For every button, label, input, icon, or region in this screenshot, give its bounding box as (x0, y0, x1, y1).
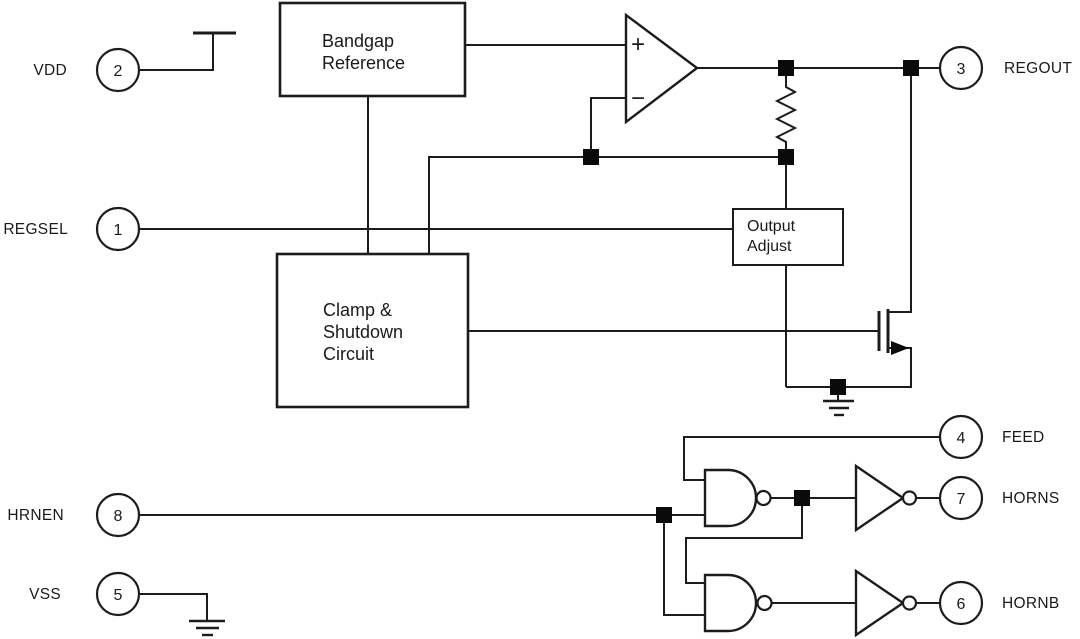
pin-number-regsel: 1 (114, 222, 123, 239)
wire-hrnen-to-nand2 (663, 515, 705, 616)
junction-ground-rail (830, 379, 846, 395)
pin-number-horns: 7 (957, 491, 966, 508)
opamp-minus-sign: − (631, 85, 645, 112)
pin-terminals: 2 1 8 5 3 4 7 6 (95, 45, 984, 626)
pin-circle-hrnen (95, 492, 141, 538)
ground-symbol-mosfet (823, 395, 854, 417)
junction-feedback-left (583, 149, 599, 165)
inverter2-bubble (901, 595, 918, 611)
bandgap-label-line1: Bandgap (322, 31, 394, 51)
clamp-label-line1: Clamp & (323, 300, 392, 320)
inverter2-triangle (854, 568, 906, 638)
pin-number-feed: 4 (957, 430, 966, 447)
output-adjust-label-line2: Adjust (747, 238, 792, 255)
wire-vss-to-ground (139, 593, 208, 620)
inverter1-triangle (854, 463, 906, 533)
pin-number-hrnen: 8 (114, 508, 123, 525)
pin-circle-hornb (938, 580, 984, 626)
wire-regout-to-drain (888, 76, 912, 313)
wire-feed-to-nand1 (683, 436, 940, 481)
junction-nand1-output (794, 490, 810, 506)
clamp-shutdown-block (275, 252, 470, 409)
nand1-body (703, 468, 758, 528)
nand2-bubble (756, 594, 773, 612)
opamp-triangle (624, 12, 699, 125)
opamp: + − (624, 12, 699, 125)
bandgap-label-line2: Reference (322, 53, 405, 73)
nand2-body (703, 573, 758, 633)
pin-label-horns: HORNS (1002, 490, 1059, 507)
wire-opamp-minus-feedback (590, 97, 626, 157)
mosfet-source-arrow (891, 341, 909, 355)
wire-feedback-to-clamp (428, 156, 786, 254)
junction-opamp-output (778, 60, 794, 76)
junction-regout (903, 60, 919, 76)
pin-number-regout: 3 (957, 61, 966, 78)
clamp-label-line3: Circuit (323, 344, 374, 364)
ground-symbol-vss (189, 619, 225, 637)
resistor (774, 76, 798, 149)
pin-circle-feed (938, 414, 984, 460)
pin-circle-regsel (95, 206, 141, 252)
nand1-bubble (755, 489, 772, 507)
bandgap-reference-block (278, 1, 467, 98)
junction-feedback-right (778, 149, 794, 165)
junctions (583, 60, 919, 523)
inverters (854, 463, 918, 638)
wire-vdd-supply (139, 33, 214, 71)
pin-label-regout: REGOUT (1004, 60, 1072, 77)
wires (139, 31, 940, 620)
pin-label-feed: FEED (1002, 429, 1045, 446)
nmos-pass-transistor (877, 309, 909, 355)
pin-circle-horns (938, 475, 984, 521)
output-adjust-label-line1: Output (747, 218, 796, 235)
pin-label-hornb: HORNB (1002, 595, 1059, 612)
inverter1-bubble (901, 490, 918, 506)
pin-number-hornb: 6 (957, 596, 966, 613)
junction-hrnen (656, 507, 672, 523)
pin-label-vdd: VDD (33, 62, 67, 79)
opamp-plus-sign: + (631, 31, 645, 58)
output-adjust-block (732, 208, 844, 266)
pin-label-regsel: REGSEL (3, 221, 68, 238)
function-blocks: Bandgap Reference Clamp & Shutdown Circu… (275, 1, 844, 409)
pin-labels: VDD REGSEL HRNEN VSS REGOUT FEED HORNS H… (3, 60, 1072, 612)
wire-crosscouple (685, 498, 803, 584)
clamp-label-line2: Shutdown (323, 322, 403, 342)
pin-circle-vdd (95, 47, 141, 93)
pin-number-vss: 5 (114, 587, 123, 604)
pin-label-vss: VSS (29, 586, 61, 603)
pin-circle-regout (938, 45, 984, 91)
nand-gates (703, 468, 773, 633)
pin-label-hrnen: HRNEN (7, 507, 64, 524)
pin-number-vdd: 2 (114, 63, 123, 80)
pin-circle-vss (95, 571, 141, 617)
